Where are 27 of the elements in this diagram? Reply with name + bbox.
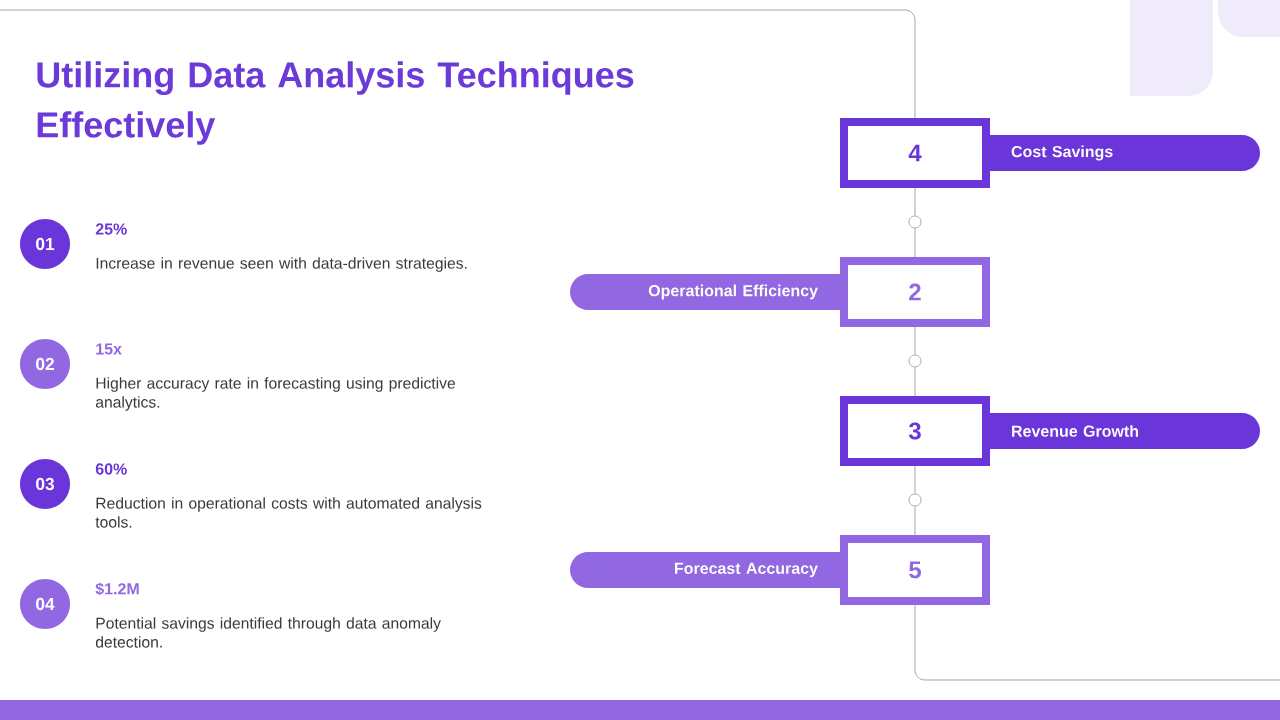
label-pill: Operational Efficiency	[570, 274, 840, 310]
node-label: Operational Efficiency	[648, 284, 818, 300]
connector-line	[914, 465, 916, 494]
connector-line	[914, 326, 916, 355]
stat-heading: 15x	[96, 343, 122, 355]
node-label: Revenue Growth	[1012, 425, 1139, 437]
number-box: 2	[840, 257, 990, 327]
connector-line	[914, 187, 916, 216]
description-text: Higher accuracy rate in forecasting using predictive analytics.	[95, 377, 455, 411]
number-box: 3	[840, 396, 990, 466]
description-text: Increase in revenue seen with data-driven strategies.	[96, 257, 467, 272]
label-pill: Revenue Growth	[990, 413, 1260, 449]
connector-line	[914, 367, 916, 397]
label-pill: Cost Savings	[990, 135, 1260, 171]
description-text: Potential savings identified through data anomaly detection.	[95, 617, 441, 648]
description-text: Reduction in operational costs with automated analysis tools.	[95, 497, 482, 528]
connector-line	[914, 228, 916, 258]
stat-heading: 60%	[95, 463, 127, 475]
node-label: Forecast Accuracy	[675, 562, 818, 578]
stat-heading: $1.2M	[95, 582, 139, 596]
node-label: Cost Savings	[1011, 145, 1113, 161]
stat-heading: 25%	[95, 223, 127, 235]
slide-title: Utilizing Data Analysis Techniques Effectively	[37, 61, 634, 145]
number-box: 5	[840, 535, 990, 605]
number-box: 4	[840, 118, 990, 188]
label-pill: Forecast Accuracy	[570, 552, 840, 588]
connector-line	[914, 506, 916, 536]
